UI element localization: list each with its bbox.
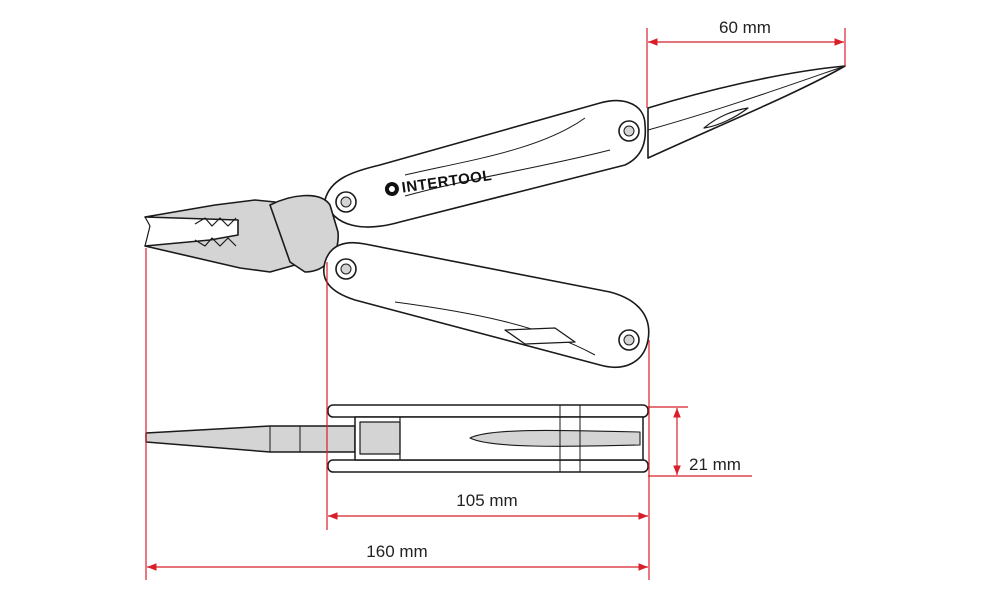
top-handle [324,99,647,228]
pliers-open-view: INTERTOOL [144,65,846,369]
closed-body-top-rail [327,404,649,418]
knife-blade [647,65,846,159]
pliers-closed-view [145,404,649,473]
screw-icon [335,191,357,213]
dim-label-open-length: 160 mm [366,542,427,561]
screw-icon [618,329,640,351]
bottom-handle [323,241,650,369]
dim-label-thickness: 21 mm [689,455,741,474]
closed-body-bottom-rail [327,459,649,473]
dimension-lines [145,28,846,580]
screw-icon [335,258,357,280]
closed-nose [145,425,356,453]
screw-icon [618,120,640,142]
dim-label-closed-length: 105 mm [456,491,517,510]
pivot-head [269,194,339,273]
dim-label-blade-length: 60 mm [719,18,771,37]
